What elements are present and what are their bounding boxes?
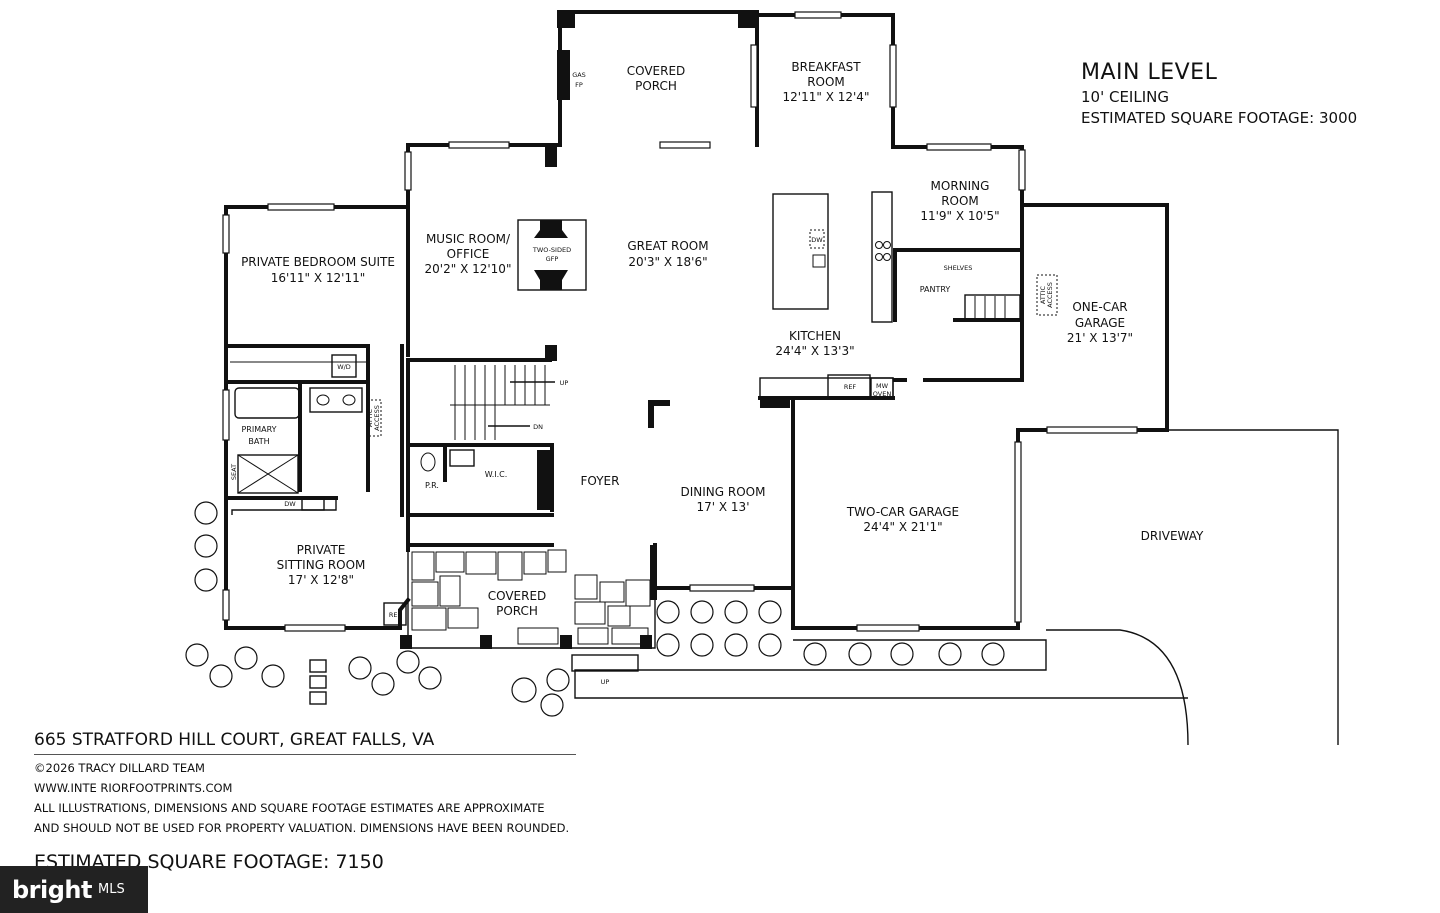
fixture-label-dn-stairs: DN [533, 423, 543, 431]
fixture-label-seat: SEAT [230, 464, 238, 480]
level-header: MAIN LEVEL 10' CEILING ESTIMATED SQUARE … [1081, 60, 1357, 127]
fixture-label-up-porch: UP [601, 678, 610, 686]
mls-watermark: bright MLS [0, 866, 148, 913]
fixture-label-attic-bath: ATTICACCESS [366, 405, 381, 431]
columns [400, 10, 790, 649]
room-label-shelves: SHELVES [944, 264, 973, 272]
property-address: 665 STRATFORD HILL COURT, GREAT FALLS, V… [34, 730, 576, 755]
ceiling-height: 10' CEILING [1081, 88, 1169, 106]
fixture-label-dw-kitchen: DW [811, 236, 823, 244]
disclaimer-line-1: ALL ILLUSTRATIONS, DIMENSIONS AND SQUARE… [34, 801, 545, 815]
windows [222, 11, 1138, 632]
stairs [450, 365, 555, 440]
fixtures [230, 191, 1058, 626]
walls [224, 10, 1169, 649]
level-title: MAIN LEVEL [1081, 60, 1218, 85]
footer: 665 STRATFORD HILL COURT, GREAT FALLS, V… [34, 730, 576, 873]
website: WWW.INTE RIORFOOTPRINTS.COM [34, 781, 233, 795]
disclaimer-line-2: AND SHOULD NOT BE USED FOR PROPERTY VALU… [34, 821, 570, 835]
shrubs [185, 501, 1005, 717]
porch-paving [411, 549, 651, 672]
room-label-foyer: FOYER [581, 474, 620, 488]
watermark-brand: bright [12, 875, 92, 904]
level-sqft: ESTIMATED SQUARE FOOTAGE: 3000 [1081, 109, 1358, 127]
fixture-label-ref-sitting: REF [389, 611, 402, 619]
room-label-wic: W.I.C. [485, 470, 508, 479]
fixture-label-dw-sitting: DW [284, 500, 296, 508]
fixture-label-attic-garage: ATTICACCESS [1039, 282, 1054, 308]
fixture-label-up-stairs: UP [560, 379, 569, 387]
room-label-driveway: DRIVEWAY [1141, 529, 1204, 543]
copyright: ©2026 TRACY DILLARD TEAM [34, 761, 205, 775]
fixture-label-wd: W/D [337, 363, 351, 371]
room-label-pr: P.R. [425, 481, 439, 490]
room-label-pantry: PANTRY [920, 285, 951, 294]
fixture-label-ref-kitchen: REF [844, 383, 857, 391]
driveway [574, 429, 1339, 746]
watermark-suffix: MLS [97, 882, 125, 897]
